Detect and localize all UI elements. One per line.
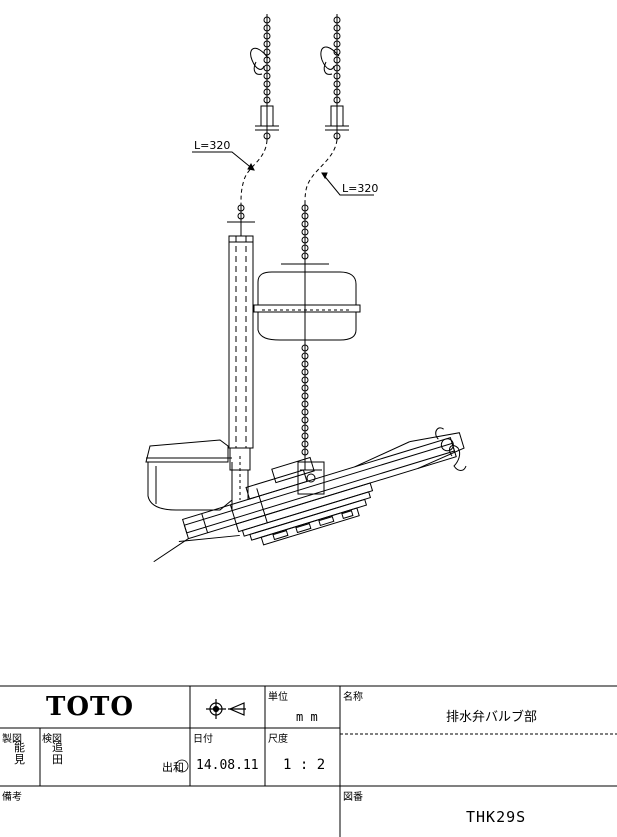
drawn-label: 製図 xyxy=(2,734,22,745)
company-logo: TOTO xyxy=(46,692,134,722)
stamp: 出和 xyxy=(162,761,184,774)
checked-by: 追 田 xyxy=(52,741,63,766)
float xyxy=(253,271,361,341)
date-label: 日付 xyxy=(193,734,213,745)
right-chain-dashed xyxy=(304,139,338,205)
drawing-name: 排水弁バルブ部 xyxy=(446,710,538,725)
left-length-leader xyxy=(192,151,255,171)
unit-value: m m xyxy=(296,710,318,724)
valve-arm xyxy=(153,427,465,563)
overflow-box xyxy=(145,439,251,511)
scale-value: 1 : 2 xyxy=(283,757,326,773)
projection-symbol-icon xyxy=(206,699,246,719)
name-label: 名称 xyxy=(343,692,363,703)
date-value: 14.08.11 xyxy=(196,758,259,773)
scale-label: 尺度 xyxy=(268,734,288,745)
drawn-by: 能 見 xyxy=(14,741,25,766)
right-length-leader xyxy=(321,172,374,196)
remarks-label: 備考 xyxy=(2,792,22,803)
arm-hook xyxy=(449,445,467,471)
drawing-no-label: 図番 xyxy=(343,792,363,803)
left-length-label: L=320 xyxy=(194,139,230,152)
left-chain-hook xyxy=(250,14,279,140)
left-chain-dashed xyxy=(240,139,268,205)
drawing-no: THK29S xyxy=(466,808,527,826)
right-length-label: L=320 xyxy=(342,182,378,195)
right-chain-hook xyxy=(320,14,349,140)
valve-seat xyxy=(297,461,325,495)
float-chain xyxy=(281,204,329,470)
unit-label: 単位 xyxy=(268,692,288,703)
checked-label: 検図 xyxy=(42,734,62,745)
overflow-pipe xyxy=(227,204,255,449)
technical-drawing: L=320 L=320 xyxy=(145,14,467,563)
